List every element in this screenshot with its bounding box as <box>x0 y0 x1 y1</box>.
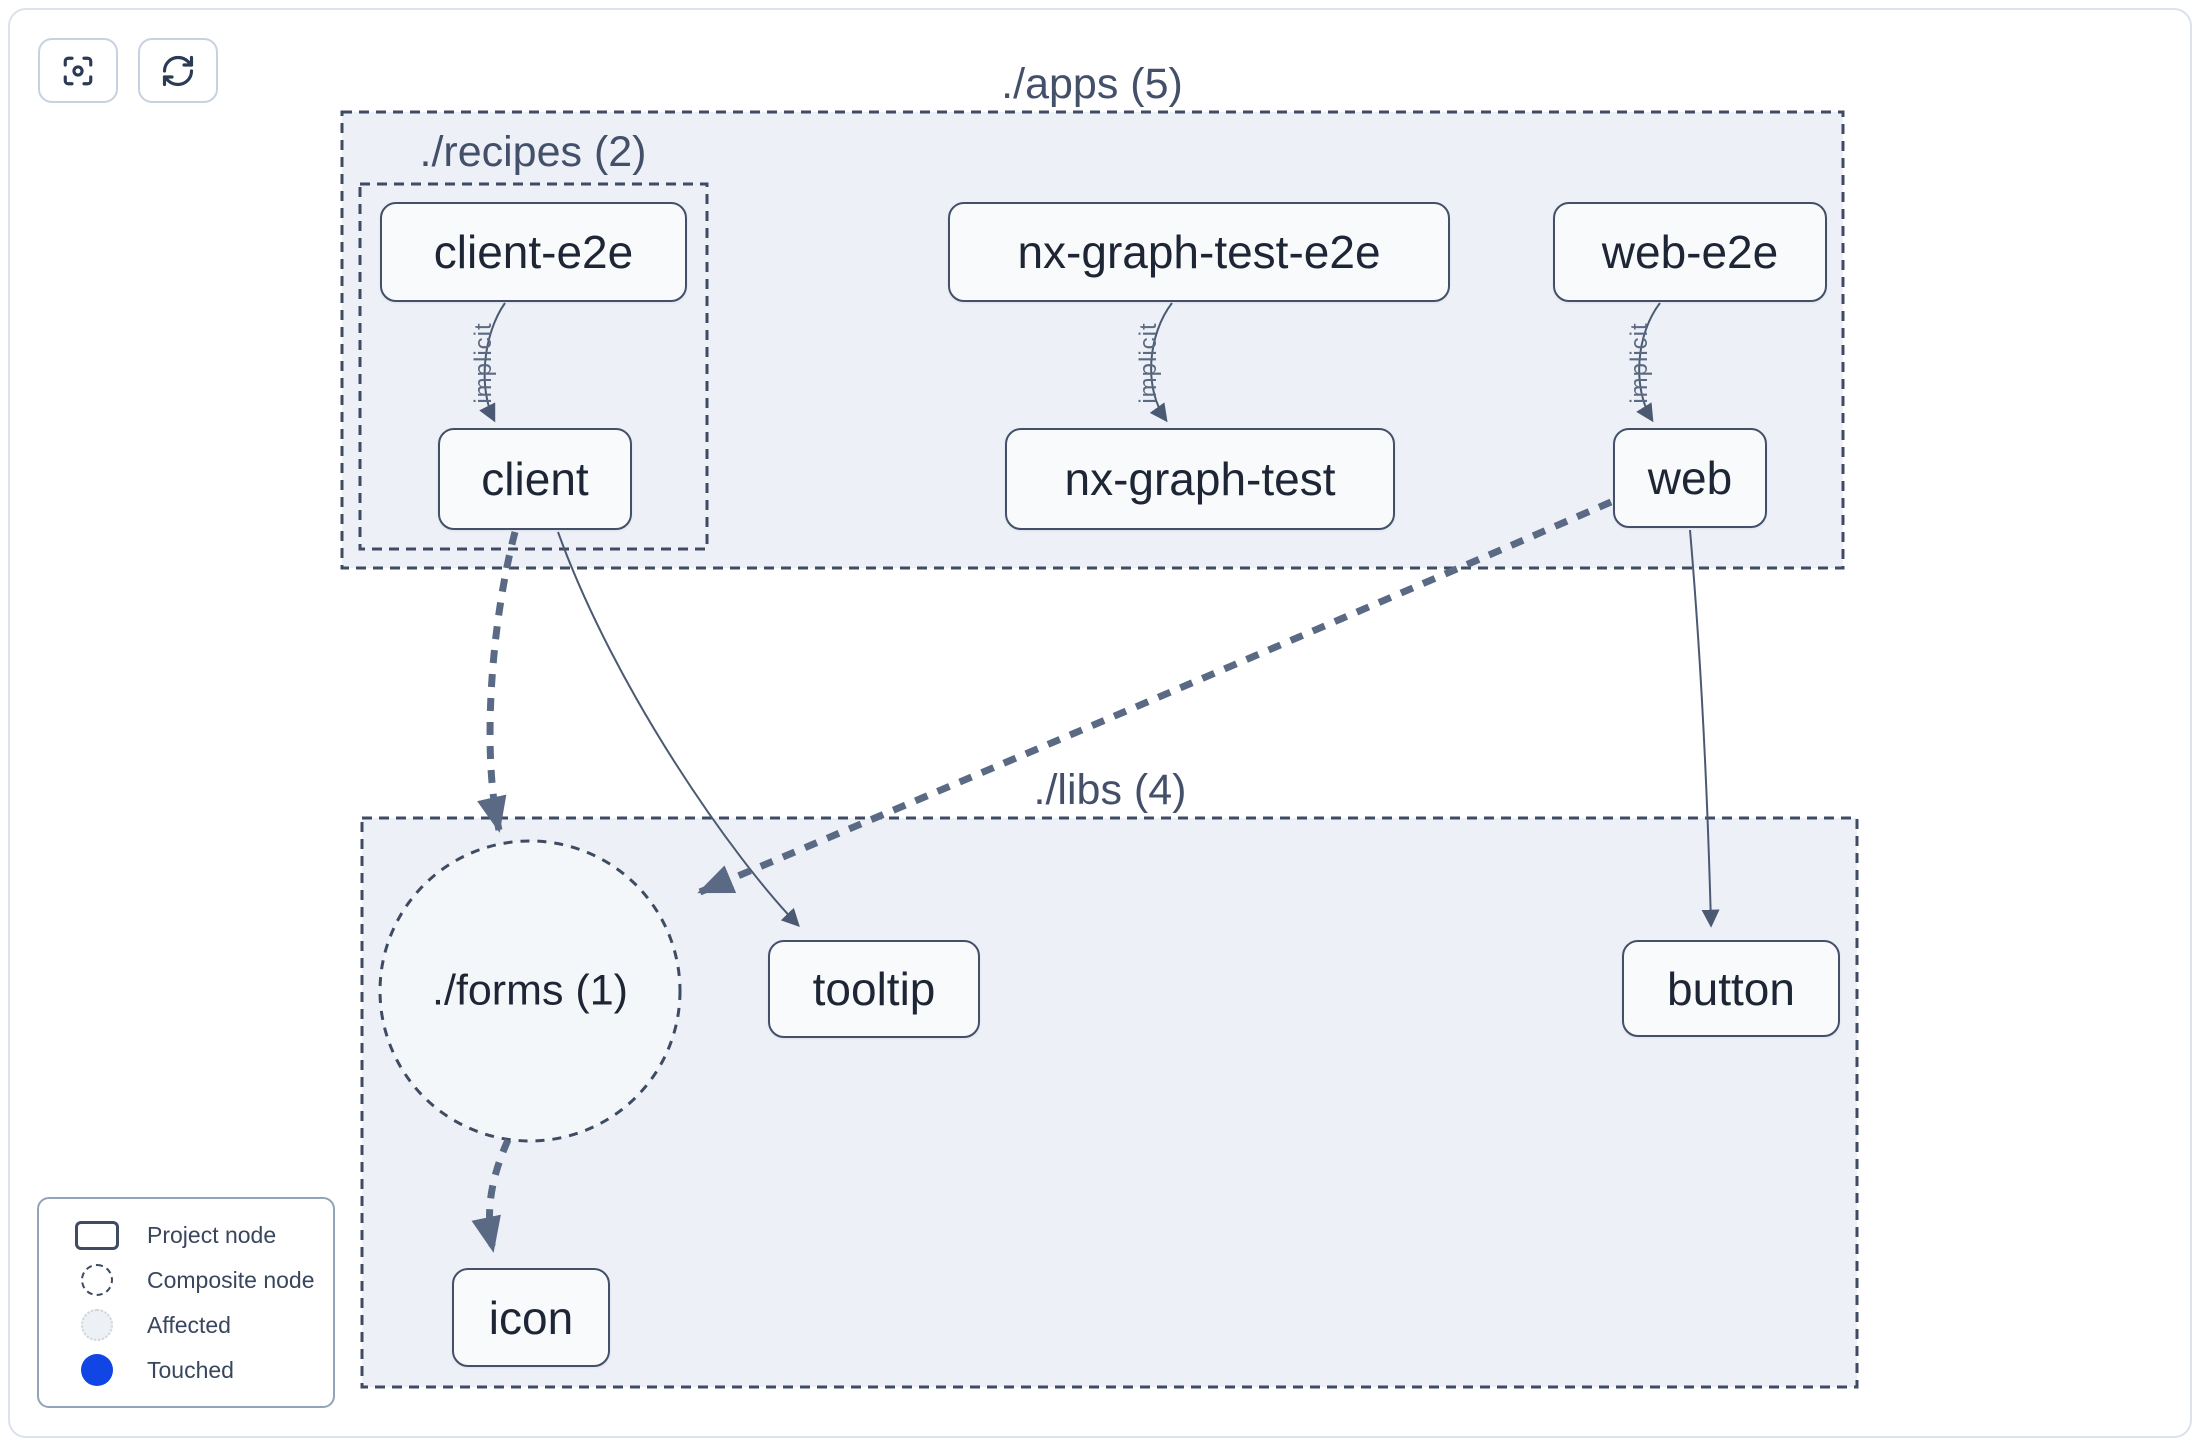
legend-label: Composite node <box>147 1266 315 1293</box>
legend-item-project-node: Project node <box>39 1215 333 1255</box>
project-node-nx-graph-test-e2e[interactable]: nx-graph-test-e2e <box>948 202 1450 302</box>
touched-swatch <box>73 1354 121 1386</box>
container-label-recipes[interactable]: ./recipes (2) <box>419 128 647 176</box>
edge-label-implicit-client: implicit <box>470 322 497 404</box>
project-node-client-e2e[interactable]: client-e2e <box>380 202 687 302</box>
composite-node-swatch <box>73 1264 121 1296</box>
project-node-client[interactable]: client <box>438 428 632 530</box>
legend-item-affected: Affected <box>39 1305 333 1345</box>
project-node-web-e2e[interactable]: web-e2e <box>1553 202 1827 302</box>
project-node-nx-graph-test[interactable]: nx-graph-test <box>1005 428 1395 530</box>
edge-client-forms <box>477 531 519 833</box>
edge-client-e2e-client <box>479 302 506 423</box>
legend-label: Project node <box>147 1221 277 1248</box>
legend-label: Touched <box>147 1356 234 1383</box>
edge-client-tooltip <box>557 531 800 927</box>
focus-icon <box>63 56 93 85</box>
focus-button[interactable] <box>38 38 118 103</box>
edge-label-implicit-nx-graph-test: implicit <box>1135 322 1162 404</box>
project-node-web[interactable]: web <box>1613 428 1767 528</box>
graph-toolbar <box>38 38 218 103</box>
project-node-button[interactable]: button <box>1622 940 1840 1037</box>
container-label-apps[interactable]: ./apps (5) <box>1001 60 1183 108</box>
project-node-swatch <box>73 1220 121 1250</box>
composite-node-label-forms[interactable]: ./forms (1) <box>432 966 628 1015</box>
edge-label-implicit-web: implicit <box>1626 322 1653 404</box>
project-node-icon[interactable]: icon <box>452 1268 610 1367</box>
legend-label: Affected <box>147 1311 231 1338</box>
refresh-icon <box>162 55 194 86</box>
composite-node-forms[interactable] <box>378 839 682 1143</box>
edge-nx-graph-test-e2e-nx-graph-test <box>1149 302 1173 423</box>
container-label-libs[interactable]: ./libs (4) <box>1033 766 1187 814</box>
refresh-button[interactable] <box>138 38 218 103</box>
edge-web-e2e-web <box>1636 302 1661 423</box>
legend-item-composite-node: Composite node <box>39 1260 333 1300</box>
legend: Project node Composite node Affected Tou… <box>37 1197 335 1408</box>
legend-item-touched: Touched <box>39 1350 333 1390</box>
project-node-tooltip[interactable]: tooltip <box>768 940 980 1038</box>
affected-swatch <box>73 1309 121 1341</box>
edge-web-button <box>1689 529 1720 928</box>
edge-forms-icon <box>471 1138 512 1253</box>
